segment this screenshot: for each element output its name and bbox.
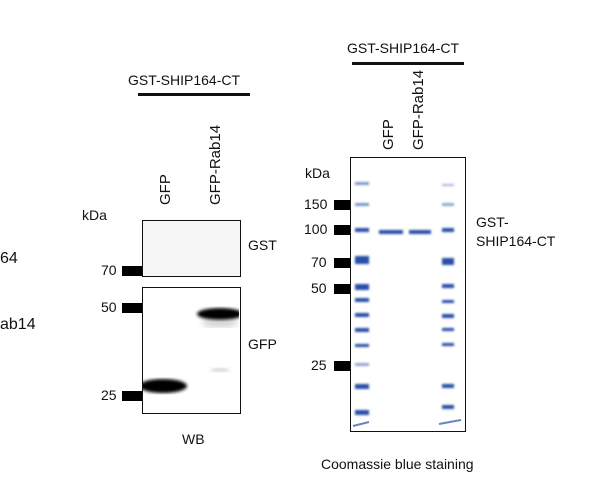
cb-ladder-band [355,384,369,389]
wb-lane-gfp-rab14: GFP-Rab14 [207,124,224,205]
cb-lane3-band [442,203,454,206]
wb-caption: WB [182,431,205,447]
wb-marker-25-tick [122,391,142,401]
cb-gel-bands [352,182,462,427]
cb-band-gfp-rab14 [409,230,431,234]
cb-band-label-line1: GST- [476,214,509,230]
cb-marker-50-tick [334,284,354,294]
cb-lane-gfp: GFP [380,119,397,150]
cb-lane3-band [442,228,454,232]
cb-ladder-band [355,410,369,415]
cb-marker-100: 100 [304,221,328,237]
cb-ladder-band [355,344,369,347]
cb-ladder-band [355,363,369,366]
cropped-label-bottom: ab14 [0,316,36,333]
wb-band-gfp-rab14-faint [210,368,230,372]
cb-marker-150-tick [334,200,354,210]
wb-gfp-bands [143,308,239,393]
cb-ladder-band [355,182,369,185]
wb-lane-gfp: GFP [157,174,174,205]
cb-header-bar [352,62,464,65]
cb-marker-70: 70 [311,254,327,270]
cb-band-gfp [379,230,403,234]
cb-lane3-band [442,405,454,409]
cb-lane3-band [442,343,454,346]
cb-ladder-band [355,256,369,264]
wb-kda-label: kDa [82,207,107,223]
cb-caption: Coomassie blue staining [321,456,474,472]
cb-ladder-band [355,298,369,302]
cb-kda-label: kDa [305,165,330,181]
wb-marker-25: 25 [101,387,117,403]
cb-marker-70-tick [334,258,354,268]
cb-lane3-band [442,284,454,288]
wb-band-gfp [143,379,187,393]
wb-marker-70-tick [122,266,142,276]
cb-lane3-band [442,328,454,331]
cb-ladder-band [355,328,369,332]
cb-ladder-band [355,228,369,232]
cb-marker-100-tick [334,225,354,235]
cb-ladder-band [355,203,369,206]
wb-header: GST-SHIP164-CT [128,72,241,88]
wb-marker-50: 50 [101,299,117,315]
wb-marker-70: 70 [101,262,117,278]
cb-ladder-band [355,313,369,317]
cb-marker-25-tick [334,361,354,371]
cropped-label-top: 64 [0,250,18,267]
cb-lane3-band [442,258,454,265]
wb-gfp-panel [142,287,241,414]
cb-lane3-band [442,314,454,318]
wb-header-bar [138,93,250,96]
cb-gel-panel [350,157,466,432]
cb-band-label-line2: SHIP164-CT [476,233,556,249]
cb-ladder-band [355,284,369,290]
wb-gfp-label: GFP [248,336,277,352]
cb-lane3-band [442,384,454,388]
wb-band-gfp-rab14-smear [202,319,238,327]
wb-gst-label: GST [248,237,277,253]
cb-marker-50: 50 [311,280,327,296]
wb-gst-panel [142,220,241,277]
cb-lane3-band [442,300,454,303]
wb-band-gfp-rab14 [197,308,239,320]
cb-lane-gfp-rab14: GFP-Rab14 [410,69,427,150]
cb-marker-150: 150 [304,196,328,212]
cb-gel-bottom-smear [352,419,462,427]
cb-header: GST-SHIP164-CT [347,40,460,56]
cb-marker-25: 25 [311,357,327,373]
cb-lane3-band [442,184,454,186]
wb-marker-50-tick [122,303,142,313]
